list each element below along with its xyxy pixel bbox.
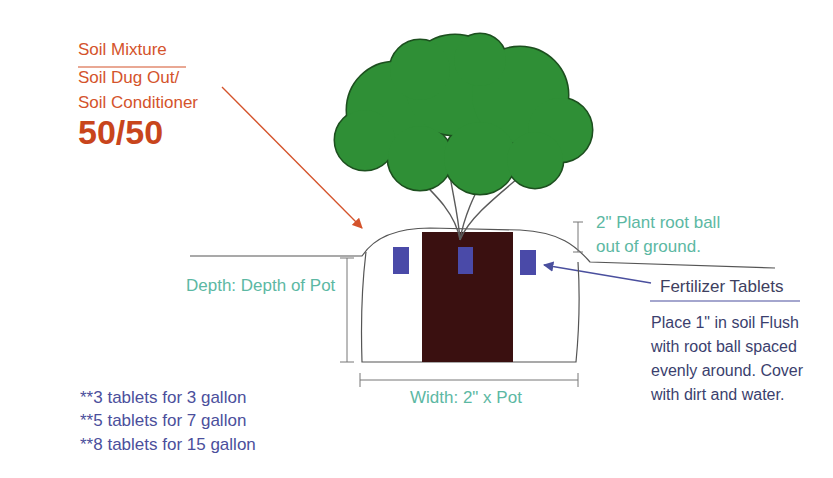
section-heading: Soil Mixture xyxy=(78,40,167,60)
dosage-note: **8 tablets for 15 gallon xyxy=(80,435,256,455)
leader-arrow xyxy=(544,265,651,283)
canopy-lobe xyxy=(390,40,450,100)
canopy-lobe xyxy=(444,122,516,194)
dimension-line xyxy=(347,258,348,362)
canopy-lobe xyxy=(507,132,563,188)
dimension-tick xyxy=(340,362,354,363)
dimension-tick xyxy=(573,252,583,253)
canopy-lobe xyxy=(507,132,563,188)
dimension-tick xyxy=(578,373,579,387)
dimension-tick xyxy=(360,373,361,387)
heading-underline xyxy=(650,300,800,301)
fertilizer-tablet xyxy=(458,247,473,274)
tree-canopy xyxy=(335,34,592,194)
tree-canopy-fill xyxy=(335,34,592,194)
dimension-tick xyxy=(573,222,583,223)
canopy-lobe xyxy=(335,110,395,170)
dimension-label: 2" Plant root ball out of ground. xyxy=(596,211,736,259)
mixture-ratio: 50/50 xyxy=(78,112,163,152)
canopy-lobe xyxy=(454,34,506,86)
dimension-line xyxy=(578,222,579,252)
root-ball xyxy=(422,232,513,362)
canopy-lobe xyxy=(335,110,395,170)
instruction-note: Place 1" in soil Flush with root ball sp… xyxy=(651,311,827,407)
mixture-label: Soil Dug Out/ Soil Conditioner xyxy=(78,65,204,115)
fertilizer-tablet xyxy=(393,247,409,274)
dimension-label: Depth: Depth of Pot xyxy=(186,276,335,296)
dosage-note: **5 tablets for 7 gallon xyxy=(80,411,246,431)
canopy-lobe xyxy=(390,40,450,100)
canopy-lobe xyxy=(454,34,506,86)
canopy-lobe xyxy=(444,122,516,194)
dosage-note: **3 tablets for 3 gallon xyxy=(80,388,246,408)
section-heading: Fertilizer Tablets xyxy=(660,277,783,297)
dimension-label: Width: 2" x Pot xyxy=(410,388,522,408)
canopy-lobe xyxy=(388,126,452,190)
heading-underline xyxy=(78,66,186,67)
fertilizer-tablet xyxy=(520,250,536,275)
canopy-lobe xyxy=(388,126,452,190)
dimension-line xyxy=(360,380,578,381)
dimension-tick xyxy=(340,258,354,259)
